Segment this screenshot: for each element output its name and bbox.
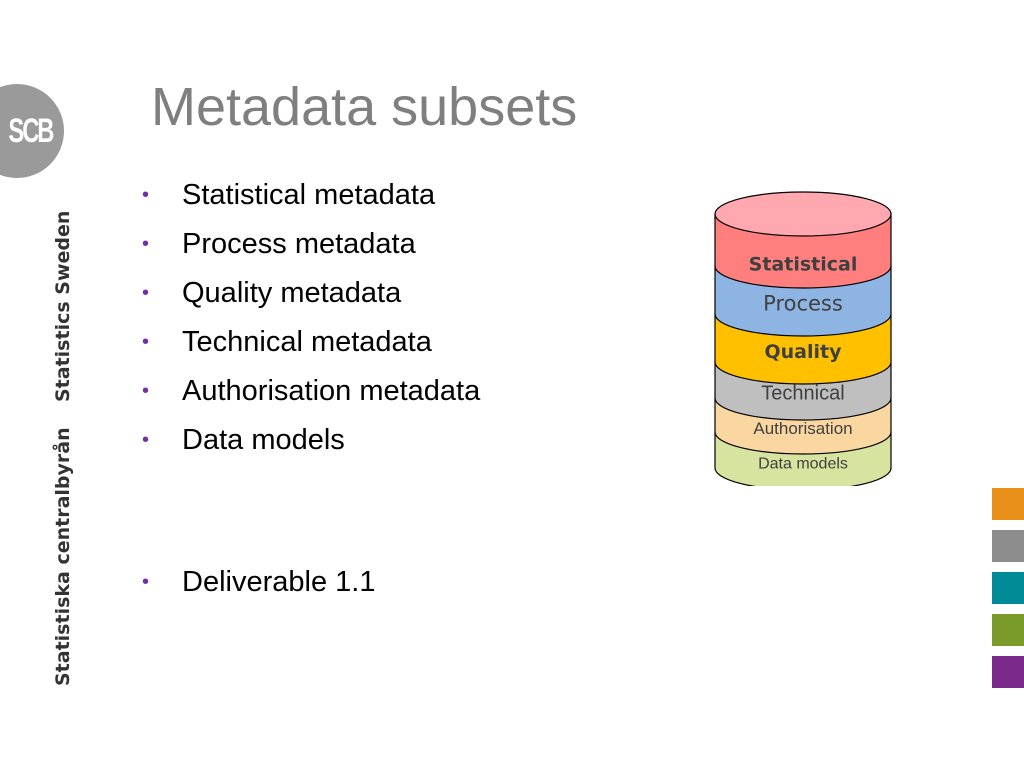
layer-label: Data models — [758, 456, 848, 473]
accent-square — [992, 530, 1024, 562]
bullet-dot: • — [142, 571, 150, 593]
logo-text: SCB — [8, 111, 54, 150]
accent-square — [992, 572, 1024, 604]
accent-square — [992, 656, 1024, 688]
list-item: •Technical metadata — [142, 317, 480, 366]
bullet-dot: • — [142, 330, 150, 353]
list-item: •Quality metadata — [142, 268, 480, 317]
bullet-dot: • — [142, 281, 150, 304]
list-item: •Deliverable 1.1 — [142, 563, 375, 601]
scb-logo: SCB — [0, 84, 64, 178]
bullet-dot: • — [142, 183, 150, 206]
layer-label: Statistical — [749, 254, 858, 276]
bullet-list-2: •Deliverable 1.1 — [142, 563, 375, 601]
bullet-list: •Statistical metadata •Process metadata … — [142, 170, 480, 464]
accent-squares — [992, 488, 1024, 698]
org-name-en: Statistics Sweden — [52, 210, 74, 402]
layer-label: Process — [763, 291, 843, 315]
accent-square — [992, 614, 1024, 646]
bullet-dot: • — [142, 428, 150, 451]
org-name-sv: Statistiska centralbyrån — [52, 427, 74, 686]
slide-title: Metadata subsets — [151, 77, 578, 137]
list-item: •Statistical metadata — [142, 170, 480, 219]
layer-label: Authorisation — [753, 419, 852, 438]
layer-label: Technical — [761, 383, 844, 405]
layer-label: Quality — [765, 341, 843, 363]
cylinder-top — [714, 191, 892, 237]
bullet-dot: • — [142, 232, 150, 255]
accent-square — [992, 488, 1024, 520]
list-item: •Authorisation metadata — [142, 366, 480, 415]
list-item: •Process metadata — [142, 219, 480, 268]
list-item: •Data models — [142, 415, 480, 464]
bullet-dot: • — [142, 379, 150, 402]
metadata-cylinder-diagram: StatisticalProcessQualityTechnicalAuthor… — [714, 191, 892, 486]
